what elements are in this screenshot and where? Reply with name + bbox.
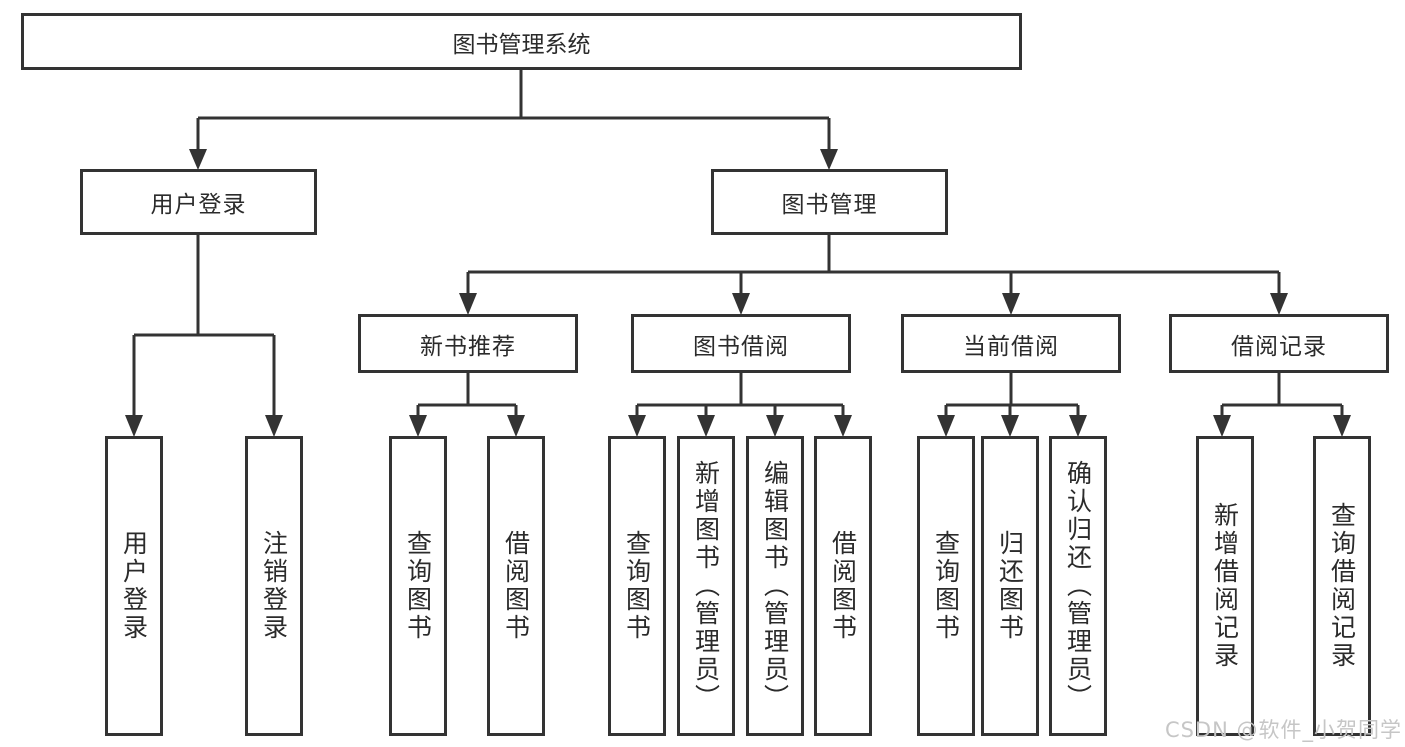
- node-user-login: 用户登录: [80, 169, 317, 235]
- connector-new-book-recommend-to-leaves: [416, 373, 518, 420]
- leaf-user-login: 用户登录: [105, 436, 163, 736]
- arrowhead-icon: [409, 415, 427, 437]
- arrowhead-icon: [189, 149, 207, 170]
- connector-book-borrow-to-leaves: [635, 373, 845, 420]
- arrowhead-icon: [834, 415, 852, 437]
- arrowhead-icon: [697, 415, 715, 437]
- node-current-borrow: 当前借阅: [901, 314, 1121, 373]
- leaf-search-borrow-record: 查询借阅记录: [1313, 436, 1371, 736]
- arrowhead-icon: [1069, 415, 1087, 437]
- leaf-borrow-books: 借阅图书: [814, 436, 872, 736]
- arrowhead-icon: [1333, 415, 1351, 437]
- leaf-logout: 注销登录: [245, 436, 303, 736]
- leaf-search-books-current: 查询图书: [917, 436, 975, 736]
- leaf-borrow-books-recommend: 借阅图书: [487, 436, 545, 736]
- arrowhead-icon: [820, 149, 838, 170]
- arrowhead-icon: [937, 415, 955, 437]
- arrowhead-icon: [1270, 293, 1288, 315]
- arrowhead-icon: [265, 415, 283, 437]
- connector-book-management-to-level3: [466, 234, 1281, 298]
- arrowhead-icon: [628, 415, 646, 437]
- node-root-system: 图书管理系统: [21, 13, 1022, 70]
- arrowhead-icon: [1001, 415, 1019, 437]
- leaf-edit-books-admin: 编辑图书（管理员）: [746, 436, 804, 736]
- arrowheads: [125, 149, 1351, 437]
- leaf-add-books-admin: 新增图书（管理员）: [677, 436, 735, 736]
- connector-current-borrow-to-leaves: [944, 373, 1080, 420]
- arrowhead-icon: [459, 293, 477, 315]
- arrowhead-icon: [1002, 293, 1020, 315]
- csdn-watermark: CSDN @软件_小贺同学: [1164, 718, 1402, 742]
- arrowhead-icon: [1213, 415, 1231, 437]
- arrowhead-icon: [507, 415, 525, 437]
- node-borrow-records: 借阅记录: [1169, 314, 1389, 373]
- connector-user-login-to-leaves: [132, 234, 276, 420]
- arrowhead-icon: [766, 415, 784, 437]
- leaf-add-borrow-record: 新增借阅记录: [1196, 436, 1254, 736]
- node-book-management: 图书管理: [711, 169, 948, 235]
- arrowhead-icon: [732, 293, 750, 315]
- arrowhead-icon: [125, 415, 143, 437]
- connector-root-to-level2: [196, 69, 831, 153]
- node-new-book-recommend: 新书推荐: [358, 314, 578, 373]
- node-book-borrow: 图书借阅: [631, 314, 851, 373]
- connector-borrow-records-to-leaves: [1220, 373, 1344, 420]
- leaf-search-books-recommend: 查询图书: [389, 436, 447, 736]
- leaf-return-books: 归还图书: [981, 436, 1039, 736]
- leaf-confirm-return-admin: 确认归还（管理员）: [1049, 436, 1107, 736]
- leaf-search-books-borrow: 查询图书: [608, 436, 666, 736]
